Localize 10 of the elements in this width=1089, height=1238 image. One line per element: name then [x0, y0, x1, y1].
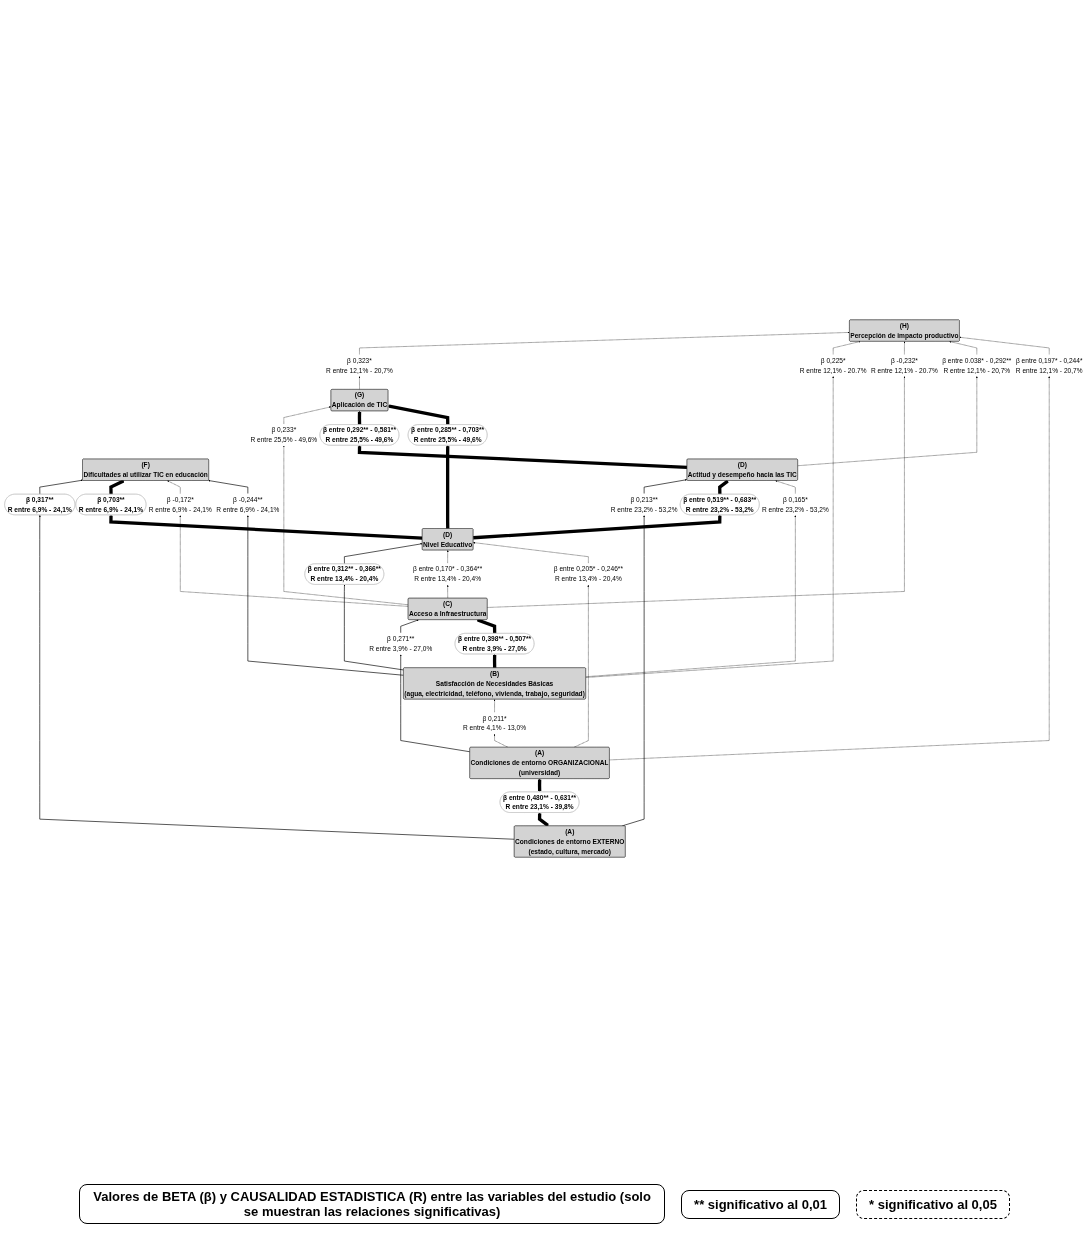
arrow [109, 479, 125, 494]
legend-entry: * significativo al 0,05 [856, 1189, 1010, 1219]
arrow [476, 618, 497, 633]
arrow [473, 514, 722, 539]
arrow [357, 444, 688, 469]
arrow [446, 444, 450, 529]
legend-entry: ** significativo al 0,01 [681, 1189, 841, 1219]
arrow [109, 514, 423, 540]
arrow [388, 403, 450, 425]
caption-note: Valores de BETA (β) y CAUSALIDAD ESTADISTICA (R) entre las variables del estudio (solo se muestran las relaciones significativas) [79, 1184, 666, 1224]
